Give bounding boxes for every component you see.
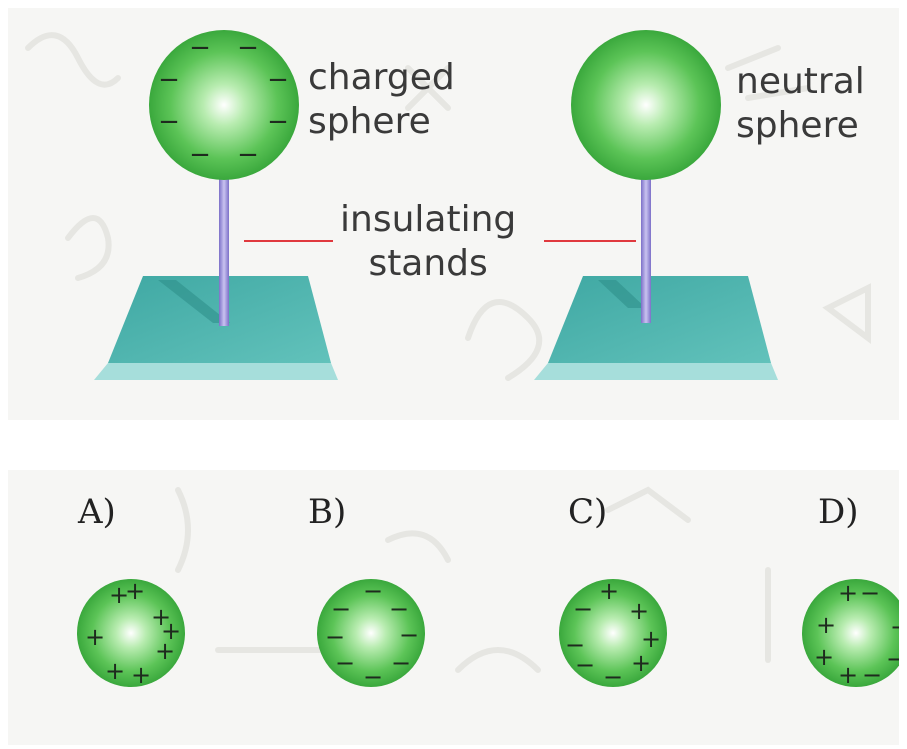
option-letter: B) xyxy=(308,492,347,532)
charged-sphere-charge-sign: − xyxy=(158,65,180,95)
right-insulating-rod xyxy=(641,178,651,323)
option-charge-sign: − xyxy=(565,631,585,659)
background-doodles-bottom xyxy=(175,486,771,673)
option-charge-sign: − xyxy=(573,595,593,623)
charged-sphere-charges: −−−−−−−− xyxy=(158,33,289,170)
option-charge-sign: − xyxy=(391,649,411,677)
option-charge-sign: + xyxy=(125,577,145,605)
option-charge-sign: + xyxy=(838,579,858,607)
neutral-sphere-label: neutral sphere xyxy=(736,61,865,146)
option-charge-sign: − xyxy=(325,623,345,651)
option-charge-sign: + xyxy=(85,623,105,651)
option-charge-sign: − xyxy=(575,651,595,679)
charged-sphere-charge-sign: − xyxy=(189,140,211,170)
option-charge-sign: + xyxy=(816,611,836,639)
option-charge-sign: + xyxy=(105,657,125,685)
charged-sphere-charge-sign: − xyxy=(267,65,289,95)
charged-sphere xyxy=(149,30,299,180)
option-sphere xyxy=(559,579,667,687)
option-charge-sign: − xyxy=(335,649,355,677)
option-sphere xyxy=(77,579,185,687)
charged-sphere-charge-sign: − xyxy=(237,33,259,63)
option-charge-sign: − xyxy=(363,577,383,605)
option-letter: A) xyxy=(78,492,116,532)
option-letter: D) xyxy=(818,492,859,532)
answer-options-panel: ++++++++−−−−−−−−−++−+−−++−+−+−+− A)B)C)D… xyxy=(8,470,899,745)
option-charge-sign: + xyxy=(599,577,619,605)
charged-sphere-label: charged sphere xyxy=(308,57,455,142)
option-charge-sign: − xyxy=(399,621,419,649)
option-charge-sign: − xyxy=(862,661,882,689)
option-charge-sign: + xyxy=(155,637,175,665)
option-charge-sign: + xyxy=(631,649,651,677)
charged-sphere-charge-sign: − xyxy=(237,140,259,170)
option-sphere xyxy=(317,579,425,687)
option-charge-sign: − xyxy=(363,663,383,691)
charged-sphere-charge-sign: − xyxy=(189,33,211,63)
option-charge-sign: − xyxy=(389,595,409,623)
option-charge-sign: + xyxy=(838,661,858,689)
option-charge-sign: − xyxy=(603,663,623,691)
option-charge-sign: − xyxy=(331,595,351,623)
option-charge-sign: − xyxy=(890,613,899,641)
option-charge-sign: + xyxy=(641,625,661,653)
option-sphere xyxy=(802,579,899,687)
option-charge-sign: + xyxy=(161,617,181,645)
insulating-stands-label: insulating stands xyxy=(340,199,517,284)
charged-sphere-charge-sign: − xyxy=(267,107,289,137)
left-insulating-rod xyxy=(219,176,229,326)
option-charge-sign: − xyxy=(886,645,899,673)
option-charge-sign: + xyxy=(629,597,649,625)
option-charge-sign: + xyxy=(814,643,834,671)
option-charge-sign: + xyxy=(109,581,129,609)
option-charge-sign: + xyxy=(151,603,171,631)
answer-options-svg: ++++++++−−−−−−−−−++−+−−++−+−+−+− xyxy=(77,486,899,691)
background-doodles xyxy=(25,32,871,381)
option-charge-sign: − xyxy=(860,579,880,607)
experiment-diagram-svg: −−−−−−−− xyxy=(25,30,871,381)
charged-sphere-charge-sign: − xyxy=(158,107,180,137)
right-stand xyxy=(534,178,778,380)
option-charge-sign: + xyxy=(131,661,151,689)
left-stand xyxy=(94,176,338,380)
neutral-sphere xyxy=(571,30,721,180)
option-letter: C) xyxy=(568,492,608,532)
experiment-diagram-panel: −−−−−−−− charged sphere neutral sphere i… xyxy=(8,8,899,420)
